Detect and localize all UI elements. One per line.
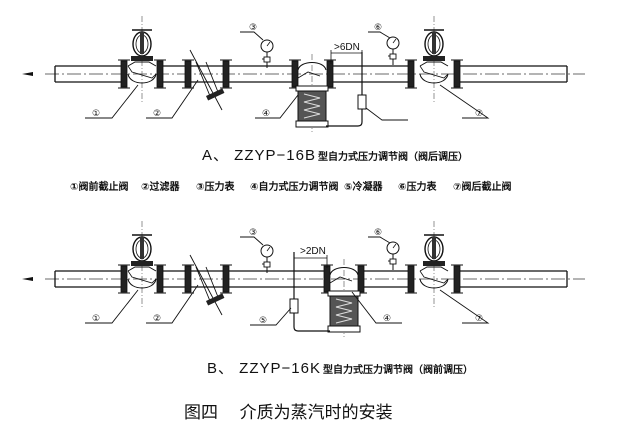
pressure-regulator — [295, 53, 329, 133]
figure-title: 图四 介质为蒸汽时的安装 — [184, 403, 393, 423]
caption-a-desc: 型自力式压力调节阀（阀后调压） — [318, 150, 468, 163]
callout-7: ⑦ — [475, 109, 483, 119]
callout-3: ③ — [249, 228, 257, 238]
pressure-gauge-upstream — [260, 244, 274, 274]
caption-b-desc: 型自力式压力调节阀（阀前调压） — [323, 363, 473, 376]
leader-lines — [85, 31, 490, 121]
callout-4: ④ — [262, 109, 270, 119]
callout-2: ② — [153, 109, 161, 119]
callout-6: ⑥ — [374, 23, 382, 33]
outlet-stop-valve — [419, 15, 449, 103]
callout-1: ① — [92, 314, 100, 324]
legend-item: ⑥压力表 — [398, 180, 437, 193]
leader-lines — [85, 236, 490, 326]
flow-arrow-icon — [22, 277, 33, 281]
condenser — [289, 298, 299, 314]
outlet-stop-valve — [419, 220, 449, 308]
flow-arrow-icon — [22, 72, 33, 76]
callout-4: ④ — [383, 314, 391, 324]
condenser — [357, 94, 367, 110]
callout-2: ② — [153, 314, 161, 324]
pressure-gauge-downstream — [386, 36, 400, 66]
dimension-label: >2DN — [300, 246, 326, 257]
strainer — [189, 49, 225, 111]
legend-item: ③压力表 — [196, 180, 235, 193]
inlet-stop-valve — [127, 15, 157, 103]
caption-b-code: B、 ZZYP−16K — [207, 360, 321, 377]
dimension-label: >6DN — [334, 42, 360, 53]
callout-6: ⑥ — [374, 228, 382, 238]
pressure-gauge-upstream — [260, 39, 274, 69]
legend-item: ①阀前截止阀 — [70, 180, 128, 193]
legend-item: ⑦阀后截止阀 — [453, 180, 511, 193]
legend-item: ②过滤器 — [141, 180, 180, 193]
pressure-regulator — [327, 258, 361, 338]
callout-5: ⑤ — [259, 316, 267, 326]
inlet-stop-valve — [127, 220, 157, 308]
pressure-gauge-downstream — [386, 241, 400, 271]
strainer — [189, 254, 225, 316]
callout-3: ③ — [249, 23, 257, 33]
legend-item: ④自力式压力调节阀 — [250, 180, 338, 193]
legend-item: ⑤冷凝器 — [344, 180, 383, 193]
callout-1: ① — [92, 109, 100, 119]
dimension-line — [330, 50, 363, 64]
dimension-line — [293, 252, 328, 268]
component-legend: ①阀前截止阀 ②过滤器 ③压力表 ④自力式压力调节阀 ⑤冷凝器 ⑥压力表 ⑦阀后… — [70, 180, 511, 193]
callout-7: ⑦ — [475, 314, 483, 324]
caption-a-code: A、 ZZYP−16B — [202, 147, 316, 164]
